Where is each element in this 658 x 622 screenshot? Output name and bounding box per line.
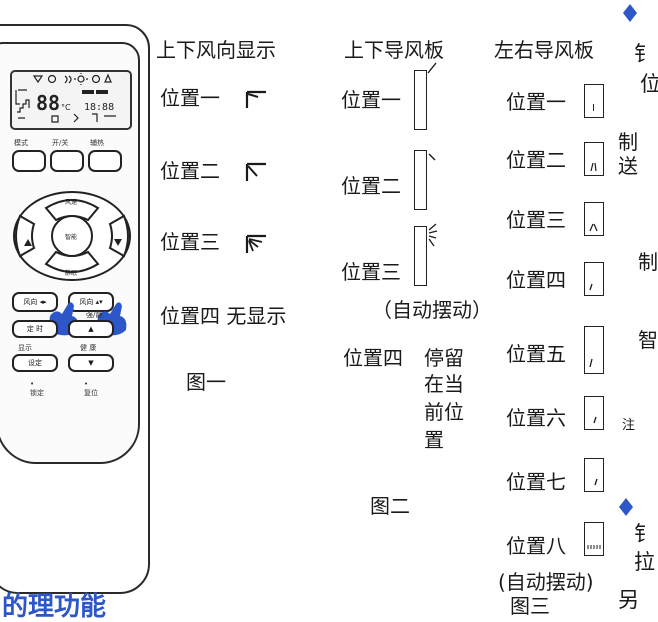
col2-row2-label: 位置二 bbox=[341, 174, 401, 198]
col2-row4-note4: 置 bbox=[424, 428, 444, 452]
col2-row4-label: 位置四 bbox=[343, 346, 403, 370]
label-health: 健 康 bbox=[80, 344, 97, 352]
col3-row2-label: 位置二 bbox=[506, 148, 566, 172]
lr-louver-pos2-box bbox=[584, 142, 604, 176]
col2-row4-note2: 在当 bbox=[424, 372, 464, 396]
lr-louver-pos7-box bbox=[584, 458, 604, 492]
frag-line4: 送 bbox=[618, 154, 638, 178]
swing-ud-button[interactable]: 风向 ▴▾ bbox=[68, 292, 114, 312]
svg-text:静眠: 静眠 bbox=[65, 269, 77, 277]
figure3-caption: 图三 bbox=[510, 594, 550, 618]
smart-button: 智能 bbox=[65, 233, 77, 241]
dpad[interactable]: 风速 智能 静眠 bbox=[10, 188, 134, 284]
frag-line8: 钅 bbox=[634, 522, 655, 546]
figure2-caption: 图二 bbox=[370, 494, 410, 518]
col2-row3-label: 位置三 bbox=[341, 260, 401, 284]
col3-row4-label: 位置四 bbox=[506, 268, 566, 292]
figure1-caption: 图一 bbox=[186, 370, 226, 394]
lr-louver-pos3-box bbox=[584, 202, 604, 236]
svg-text:18:88: 18:88 bbox=[84, 102, 114, 113]
svg-text:°C: °C bbox=[61, 103, 71, 112]
setting-button[interactable]: 设定 bbox=[12, 354, 58, 372]
down-button[interactable]: ▼ bbox=[68, 354, 114, 372]
ud-louver-pos3-box bbox=[414, 226, 427, 286]
ud-louver-pos2-mark bbox=[428, 153, 436, 161]
mode-button[interactable] bbox=[12, 150, 46, 172]
frag-line2: 位 bbox=[640, 72, 658, 96]
label-power: 开/关 bbox=[52, 139, 69, 147]
col1-row4-extra: 无显示 bbox=[226, 304, 287, 328]
remote-lcd: 88 °C 18:88 bbox=[10, 70, 132, 130]
label-display: 显示 bbox=[18, 344, 32, 352]
col3-header: 左右导风板 bbox=[494, 38, 594, 62]
svg-text:风速: 风速 bbox=[65, 199, 77, 206]
swing-pos1-icon bbox=[245, 90, 266, 108]
frag-line3: 制 bbox=[618, 130, 638, 154]
frag-line10: 另 bbox=[618, 588, 639, 612]
lr-louver-pos8-box bbox=[584, 522, 604, 556]
bottom-heading-fragment: 的理功能 bbox=[2, 592, 107, 622]
lr-louver-pos4-box bbox=[584, 262, 604, 296]
right-column-fragment: 钅 位 制 送 制 智 注 钅 拉 另 bbox=[618, 0, 658, 612]
col3-row1-label: 位置一 bbox=[506, 90, 566, 114]
col1-header: 上下风向显示 bbox=[156, 38, 276, 62]
col3-row7-label: 位置七 bbox=[506, 470, 566, 494]
col3-row5-label: 位置五 bbox=[506, 342, 566, 366]
timer-button[interactable]: 定 时 bbox=[12, 320, 58, 338]
lr-louver-pos5-box bbox=[584, 326, 604, 374]
col3-row8-label: 位置八 bbox=[506, 534, 566, 558]
ud-louver-pos1-mark bbox=[427, 62, 437, 74]
up-button[interactable]: ▲ bbox=[68, 320, 114, 338]
aux-heat-button[interactable] bbox=[88, 150, 122, 172]
frag-line7: 注 bbox=[622, 418, 636, 433]
svg-text:88: 88 bbox=[36, 91, 60, 115]
col2-header: 上下导风板 bbox=[344, 38, 444, 62]
power-button[interactable] bbox=[50, 150, 84, 172]
col2-row4-note1: 停留 bbox=[424, 346, 464, 370]
col1-row3-label: 位置三 bbox=[160, 230, 220, 254]
swing-pos2-icon bbox=[245, 162, 266, 181]
lock-button[interactable]: •锁定 bbox=[30, 380, 44, 397]
col3-row3-label: 位置三 bbox=[506, 208, 566, 232]
col2-row1-label: 位置一 bbox=[341, 88, 401, 112]
label-strong: 强/静 bbox=[86, 311, 103, 319]
remote-holder-outline bbox=[0, 24, 150, 594]
ud-louver-pos3-mark bbox=[428, 223, 438, 247]
col1-row4-label: 位置四 无显示 bbox=[160, 304, 287, 328]
label-aux: 辅热 bbox=[90, 139, 104, 147]
swing-lr-button[interactable]: 风向 ◂▸ bbox=[12, 292, 58, 312]
reset-button[interactable]: •复位 bbox=[84, 380, 98, 397]
col2-row4-note3: 前位 bbox=[424, 400, 464, 424]
swing-pos3-icon bbox=[245, 234, 266, 253]
col3-auto-label: (自动摆动) bbox=[498, 570, 594, 594]
col1-row1-label: 位置一 bbox=[160, 86, 220, 110]
lr-louver-pos6-box bbox=[584, 396, 604, 430]
label-mode: 模式 bbox=[14, 139, 28, 147]
frag-line5: 制 bbox=[638, 250, 658, 274]
col1-row2-label: 位置二 bbox=[160, 159, 220, 183]
diamond-bullet-icon-2 bbox=[619, 498, 633, 516]
frag-line9: 拉 bbox=[634, 550, 655, 574]
frag-line6: 智 bbox=[638, 328, 658, 352]
frag-line1: 钅 bbox=[634, 42, 655, 66]
col2-auto-label: （自动摆动） bbox=[372, 298, 492, 322]
ud-louver-pos2-box bbox=[414, 150, 427, 210]
col3-row6-label: 位置六 bbox=[506, 406, 566, 430]
lcd-icons: 88 °C 18:88 bbox=[15, 73, 116, 123]
lr-louver-pos1-box bbox=[584, 84, 604, 118]
diamond-bullet-icon bbox=[623, 4, 637, 22]
ud-louver-pos1-box bbox=[414, 70, 427, 130]
